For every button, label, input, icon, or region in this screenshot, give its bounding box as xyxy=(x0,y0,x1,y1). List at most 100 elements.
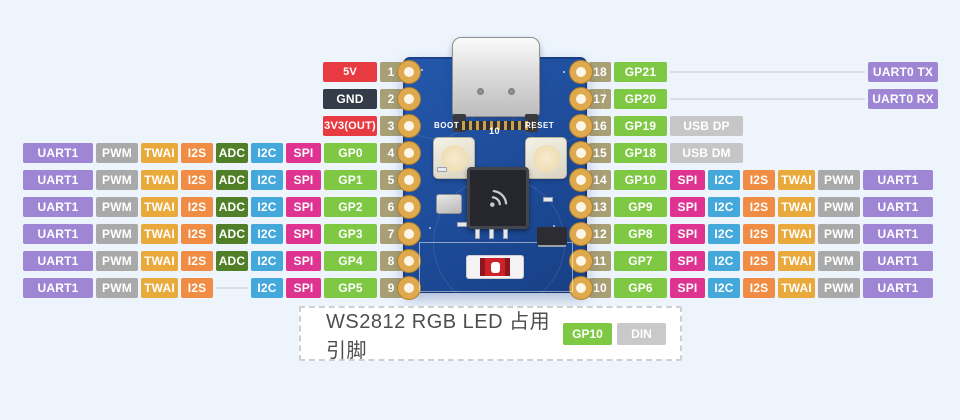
pin-number-13: 13 xyxy=(589,197,611,217)
gpio-badge-gp3: GP3 xyxy=(324,224,377,244)
function-badge-5v: 5V xyxy=(323,62,377,82)
gpio-badge-gp4: GP4 xyxy=(324,251,377,271)
usb-screw-icon xyxy=(477,88,484,95)
function-badge-i2s: I2S xyxy=(181,143,213,163)
gpio-badge-gp8: GP8 xyxy=(614,224,667,244)
function-badge-twai: TWAI xyxy=(778,224,815,244)
function-badge-i2s: I2S xyxy=(181,251,213,271)
smd-component xyxy=(543,197,553,202)
gpio-badge-gp19: GP19 xyxy=(614,116,667,136)
reset-silkscreen-label: RESET xyxy=(525,121,555,130)
function-badge-adc: ADC xyxy=(216,224,248,244)
pad-right-3 xyxy=(570,115,592,137)
function-badge-i2c: I2C xyxy=(708,224,740,244)
pin-number-3: 3 xyxy=(380,116,402,136)
function-badge-twai: TWAI xyxy=(778,278,815,298)
function-badge-adc: ADC xyxy=(216,197,248,217)
function-badge-uart0-rx: UART0 RX xyxy=(868,89,938,109)
function-badge-uart1: UART1 xyxy=(23,224,93,244)
pad-left-4 xyxy=(398,142,420,164)
gpio-badge-gp0: GP0 xyxy=(324,143,377,163)
ws2812-led-die xyxy=(490,261,500,273)
function-badge-twai: TWAI xyxy=(141,143,178,163)
function-badge-i2c: I2C xyxy=(708,278,740,298)
function-badge-twai: TWAI xyxy=(141,251,178,271)
function-badge-adc: ADC xyxy=(216,170,248,190)
pin-number-8: 8 xyxy=(380,251,402,271)
function-badge-i2c: I2C xyxy=(251,170,283,190)
pin-number-4: 4 xyxy=(380,143,402,163)
function-badge-uart1: UART1 xyxy=(23,170,93,190)
pad-right-9 xyxy=(570,277,592,299)
function-badge-uart1: UART1 xyxy=(23,278,93,298)
function-badge-spi: SPI xyxy=(286,278,321,298)
usb-screw-icon xyxy=(508,88,515,95)
pin-number-11: 11 xyxy=(589,251,611,271)
function-badge-pwm: PWM xyxy=(818,278,860,298)
function-badge-pwm: PWM xyxy=(818,224,860,244)
gpio-badge-gp10: GP10 xyxy=(614,170,667,190)
function-badge-uart1: UART1 xyxy=(863,251,933,271)
connector-line xyxy=(670,98,865,100)
pad-right-1 xyxy=(570,61,592,83)
function-badge-pwm: PWM xyxy=(96,251,138,271)
pin-number-10: 10 xyxy=(589,278,611,298)
pad-left-5 xyxy=(398,169,420,191)
function-badge-twai: TWAI xyxy=(141,278,178,298)
function-badge-spi: SPI xyxy=(286,224,321,244)
function-badge-i2s: I2S xyxy=(181,197,213,217)
function-badge-adc: ADC xyxy=(216,143,248,163)
function-badge-usb-dm: USB DM xyxy=(670,143,743,163)
regulator-chip xyxy=(537,227,567,245)
crystal-oscillator xyxy=(436,194,462,214)
function-badge-i2s: I2S xyxy=(743,197,775,217)
pad-left-8 xyxy=(398,250,420,272)
function-badge-uart1: UART1 xyxy=(863,197,933,217)
function-badge-uart1: UART1 xyxy=(23,143,93,163)
legend-gp10-badge: GP10 xyxy=(563,322,612,345)
pad-right-8 xyxy=(570,250,592,272)
pad-left-7 xyxy=(398,223,420,245)
pad-left-6 xyxy=(398,196,420,218)
function-badge-3v3-out-: 3V3(OUT) xyxy=(323,116,377,136)
function-badge-i2s: I2S xyxy=(181,224,213,244)
reset-button[interactable] xyxy=(525,137,567,179)
pad-right-7 xyxy=(570,223,592,245)
function-badge-twai: TWAI xyxy=(141,197,178,217)
function-badge-spi: SPI xyxy=(670,170,705,190)
function-badge-spi: SPI xyxy=(286,251,321,271)
pin-row-left-3: 3V3(OUT)3 xyxy=(23,116,402,136)
connector-line xyxy=(670,71,865,73)
function-badge-pwm: PWM xyxy=(818,197,860,217)
gpio-badge-gp1: GP1 xyxy=(324,170,377,190)
function-badge-i2s: I2S xyxy=(181,278,213,298)
function-badge-spi: SPI xyxy=(670,197,705,217)
pin-number-7: 7 xyxy=(380,224,402,244)
ws2812-led xyxy=(467,256,523,278)
esp32-c3-chip xyxy=(467,167,529,229)
function-badge-pwm: PWM xyxy=(96,224,138,244)
function-badge-uart1: UART1 xyxy=(863,170,933,190)
pad-right-2 xyxy=(570,88,592,110)
function-badge-spi: SPI xyxy=(670,224,705,244)
smd-component xyxy=(475,229,480,239)
smd-component xyxy=(437,167,447,172)
smd-component xyxy=(457,222,467,227)
ws2812-legend-box: WS2812 RGB LED 占用引脚 GP10 DIN xyxy=(299,306,682,362)
function-badge-i2c: I2C xyxy=(708,197,740,217)
pad-left-1 xyxy=(398,61,420,83)
function-badge-i2c: I2C xyxy=(708,170,740,190)
